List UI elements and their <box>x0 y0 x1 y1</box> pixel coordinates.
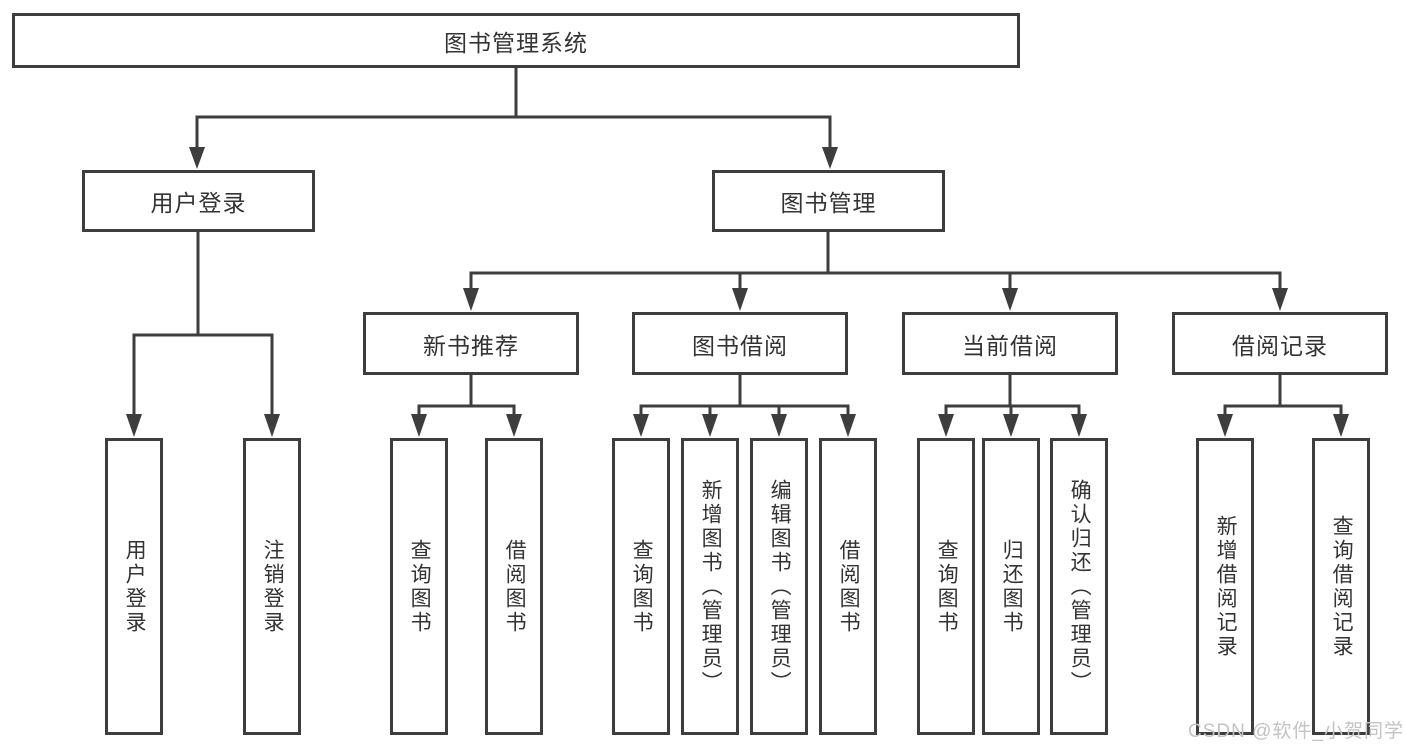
leaf-label: 借阅图书 <box>837 538 861 635</box>
leaf-label: 新增图书（管理员） <box>699 478 723 695</box>
node-label: 新书推荐 <box>423 332 519 359</box>
leaf-query-books-borrow: 查询图书 <box>612 438 670 735</box>
leaf-logout: 注销登录 <box>243 438 301 735</box>
leaf-borrow-books-recommend: 借阅图书 <box>485 438 543 735</box>
node-label: 用户登录 <box>150 190 247 216</box>
connector-user-login-to-leaves <box>126 232 280 437</box>
leaf-label: 查询图书 <box>408 538 432 635</box>
node-new-book-recommend: 新书推荐 <box>363 312 579 375</box>
node-label: 图书借阅 <box>692 332 788 359</box>
csdn-watermark: CSDN @软件_小贺同学 <box>1188 721 1404 742</box>
leaf-label: 查询图书 <box>630 538 654 635</box>
leaf-confirm-return-admin: 确认归还（管理员） <box>1050 438 1108 735</box>
node-system-root: 图书管理系统 <box>12 13 1020 68</box>
leaf-add-borrow-record: 新增借阅记录 <box>1196 438 1254 735</box>
leaf-label: 查询图书 <box>935 538 959 635</box>
node-book-borrow: 图书借阅 <box>632 312 848 375</box>
leaf-label: 归还图书 <box>1000 538 1024 635</box>
connector-new-book-to-leaves <box>411 375 522 437</box>
connector-root-to-level2 <box>189 67 838 169</box>
leaf-query-books-current: 查询图书 <box>917 438 975 735</box>
connector-book-borrow-to-leaves <box>633 375 856 437</box>
leaf-label: 编辑图书（管理员） <box>768 478 792 695</box>
leaf-borrow-books: 借阅图书 <box>819 438 877 735</box>
node-book-management: 图书管理 <box>712 170 945 232</box>
leaf-return-books: 归还图书 <box>982 438 1040 735</box>
leaf-label: 查询借阅记录 <box>1330 514 1354 659</box>
leaf-edit-books-admin: 编辑图书（管理员） <box>750 438 808 735</box>
node-label: 借阅记录 <box>1232 332 1328 359</box>
node-label: 图书管理系统 <box>444 29 588 56</box>
node-current-borrow: 当前借阅 <box>902 312 1118 375</box>
leaf-label: 新增借阅记录 <box>1214 514 1238 659</box>
leaf-label: 借阅图书 <box>503 538 527 635</box>
node-label: 图书管理 <box>780 190 877 216</box>
node-user-login: 用户登录 <box>82 170 315 232</box>
leaf-label: 注销登录 <box>261 538 285 635</box>
node-label: 当前借阅 <box>962 332 1058 359</box>
leaf-user-login: 用户登录 <box>105 438 163 735</box>
leaf-query-books-recommend: 查询图书 <box>390 438 448 735</box>
connector-borrow-record-to-leaves <box>1217 375 1349 437</box>
leaf-add-books-admin: 新增图书（管理员） <box>681 438 739 735</box>
connector-current-borrow-to-leaves <box>938 375 1087 437</box>
leaf-query-borrow-record: 查询借阅记录 <box>1312 438 1370 735</box>
connector-book-mgmt-to-level3 <box>463 232 1288 311</box>
leaf-label: 用户登录 <box>123 538 147 635</box>
node-borrow-record: 借阅记录 <box>1172 312 1388 375</box>
leaf-label: 确认归还（管理员） <box>1068 478 1092 695</box>
